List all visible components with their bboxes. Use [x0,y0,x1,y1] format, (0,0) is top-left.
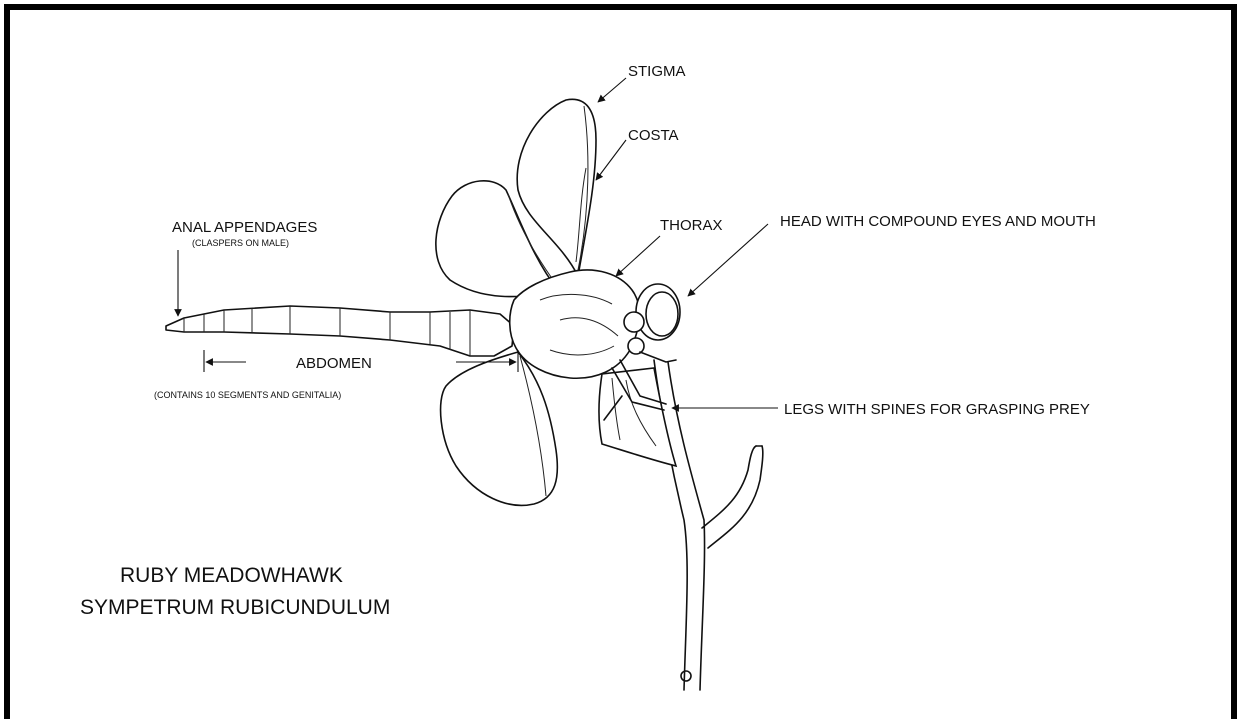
label-anal-appendages: ANAL APPENDAGES [172,219,317,236]
abdomen-illustration [166,306,514,356]
label-abdomen-note: (CONTAINS 10 SEGMENTS AND GENITALIA) [154,390,341,400]
label-abdomen: ABDOMEN [296,355,372,372]
title-scientific-name: SYMPETRUM RUBICUNDULUM [80,596,390,619]
label-stigma: STIGMA [628,63,686,80]
label-head: HEAD WITH COMPOUND EYES AND MOUTH [780,213,1096,230]
label-anal-appendages-note: (CLASPERS ON MALE) [192,238,289,248]
label-legs: LEGS WITH SPINES FOR GRASPING PREY [784,401,1090,418]
title-common-name: RUBY MEADOWHAWK [120,564,343,587]
twig-illustration [654,360,763,690]
label-thorax: THORAX [660,217,723,234]
label-costa: COSTA [628,127,679,144]
